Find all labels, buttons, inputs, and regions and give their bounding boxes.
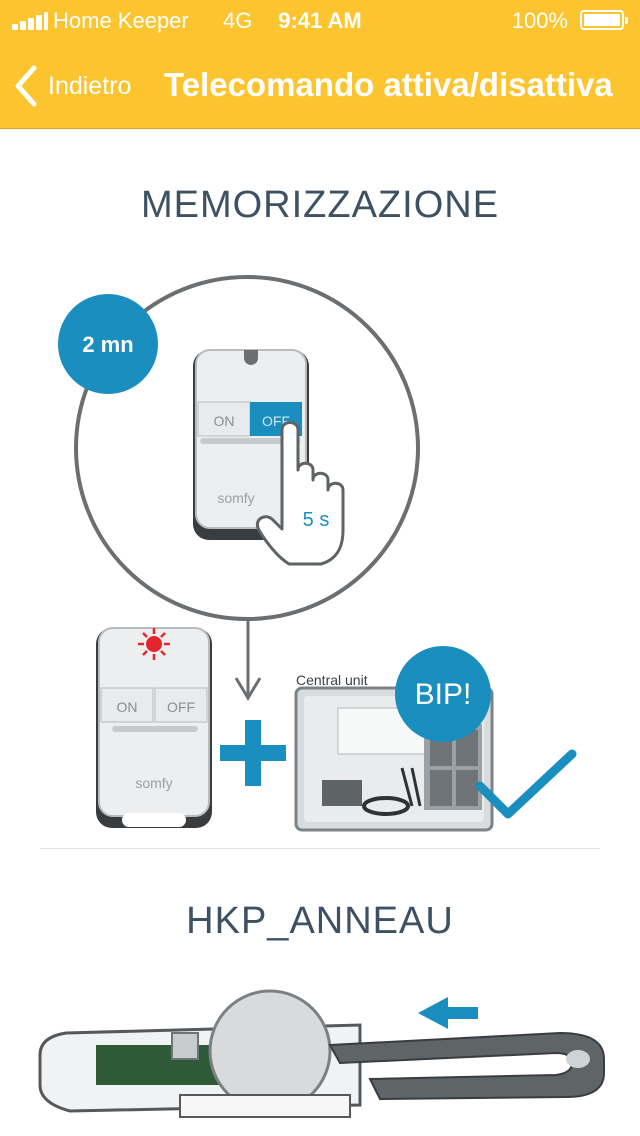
beep-badge [395,646,491,742]
back-label: Indietro [48,71,132,100]
remote2-off-label: OFF [167,699,195,715]
clock: 9:41 AM [278,8,362,33]
status-bar: Home Keeper 4G 9:41 AM 100% [0,0,640,40]
battery-percentage: 100% [511,8,568,33]
timer-badge [58,294,158,394]
beep-label: BIP! [415,678,472,711]
key-ring [328,1031,605,1101]
section-divider [40,848,600,849]
remote-blinking: ON OFF somfy [96,627,212,828]
chevron-left-icon [15,65,37,107]
remote2-brand: somfy [135,775,172,791]
arrow-down-icon [234,677,262,701]
page-title: Telecomando attiva/disattiva [164,66,613,103]
hold-duration: 5 s [303,509,330,531]
battery-cell [208,989,332,1113]
network-type: 4G [223,8,253,33]
section-title-hkp-anneau: HKP_ANNEAU [186,900,454,942]
plus-icon [220,720,286,786]
section-title-memorizzazione: MEMORIZZAZIONE [140,184,500,226]
check-icon [475,749,577,819]
arrow-left-icon [418,997,478,1029]
central-unit-label: Central unit [296,672,368,688]
signal-strength-icon [12,12,48,30]
remote-on-label: ON [214,413,235,429]
navigation-header: Home Keeper 4G 9:41 AM 100% Indietro Tel… [0,0,640,129]
ring-installation-illustration [38,989,605,1118]
remote2-on-label: ON [117,699,138,715]
remote-brand: somfy [217,490,254,506]
carrier-name: Home Keeper [53,8,189,33]
memorization-illustration: ON OFF somfy 5 s 2 mn ON OFF somfy [58,275,577,832]
remote-zoomed: ON OFF somfy [193,349,309,540]
back-button[interactable]: Indietro [12,60,131,112]
led-flash-icon [138,628,170,660]
zoom-circle [74,275,420,621]
battery-icon [580,10,628,30]
hand-press-icon: 5 s [256,421,345,566]
timer-badge-label: 2 mn [82,332,133,357]
